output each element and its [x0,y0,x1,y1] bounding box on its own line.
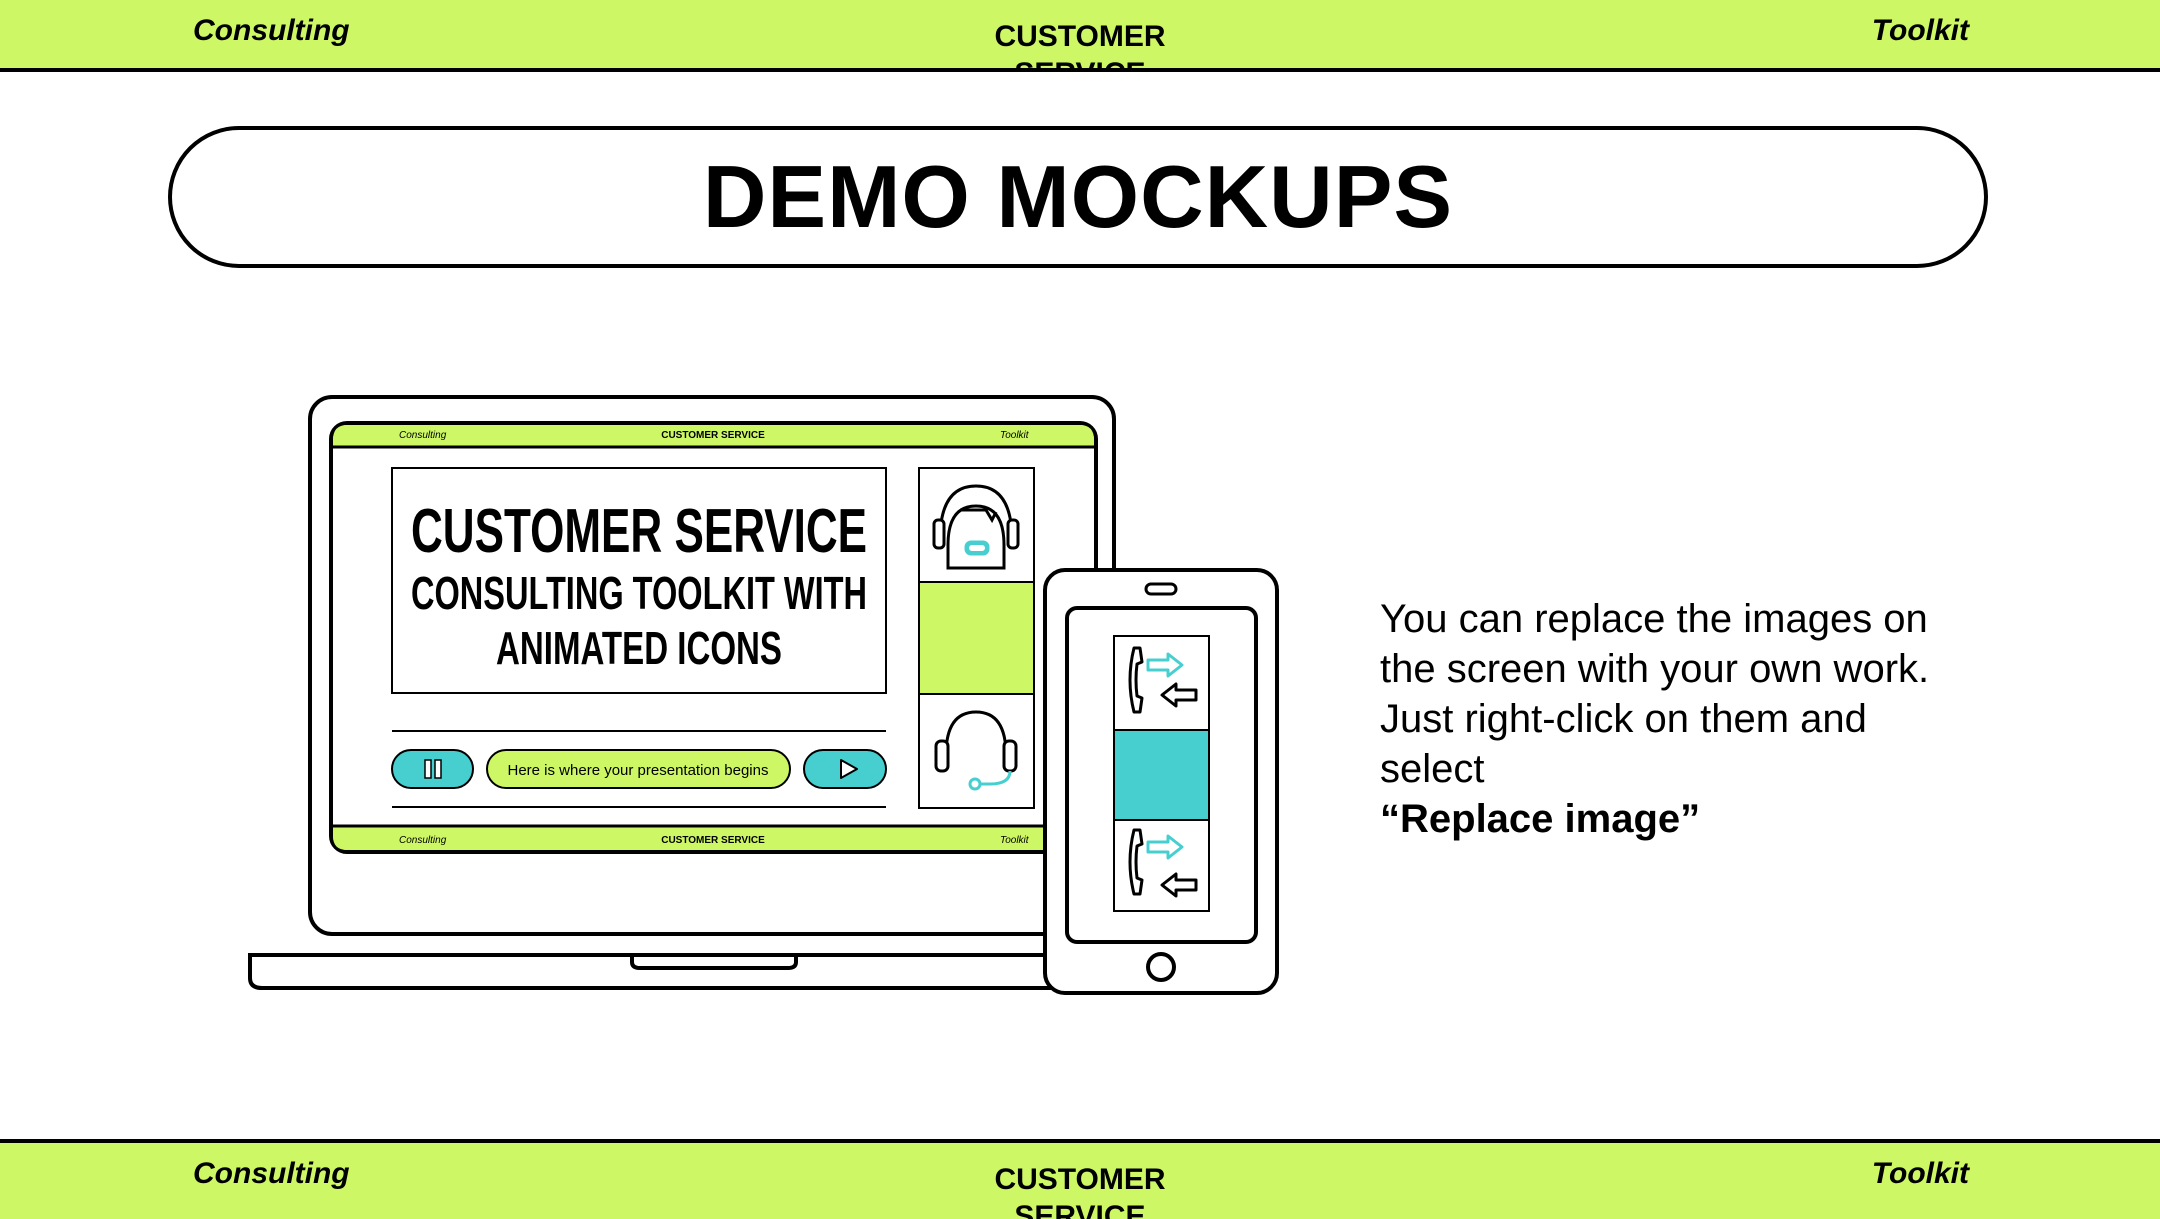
phone-home-button[interactable] [1146,952,1176,982]
screen-footer-center: CUSTOMER SERVICE [661,835,765,846]
description-body: You can replace the images on the screen… [1380,597,1930,791]
description-emphasis: “Replace image” [1380,797,1701,841]
header-left-label: Consulting [193,14,350,47]
title-pill: DEMO MOCKUPS [168,126,1988,268]
screen-header-left: Consulting [399,430,447,441]
screen-title-line3: ANIMATED ICONS [496,622,782,674]
screen-title-line2: CONSULTING TOOLKIT WITH [411,567,867,619]
headset-agent-icon [932,484,1020,570]
pause-button[interactable] [391,749,474,789]
footer-right-label: Toolkit [1871,1157,1969,1190]
footer-center-label: CUSTOMER SERVICE [994,1163,1166,1219]
laptop-mockup: Consulting CUSTOMER SERVICE Toolkit Cons… [248,395,1116,990]
description-text: You can replace the images on the screen… [1380,594,1940,844]
footer-left-label: Consulting [193,1157,350,1190]
page-title: DEMO MOCKUPS [702,147,1454,246]
phone-mockup [1043,568,1279,995]
caption-text: Here is where your presentation begins [508,762,769,779]
headset-icon [934,710,1018,791]
play-icon [840,759,858,779]
screen-header-center: CUSTOMER SERVICE [661,430,765,441]
screen-header-right: Toolkit [1000,430,1030,441]
header-right-label: Toolkit [1871,14,1969,47]
pause-icon [424,759,442,779]
phone-transfer-icon [1128,828,1198,898]
phone-transfer-icon [1128,646,1198,714]
screen-footer-right: Toolkit [1000,835,1030,846]
header-center-label: CUSTOMER SERVICE [994,20,1166,68]
screen-title-line1: CUSTOMER SERVICE [411,497,867,566]
caption-pill: Here is where your presentation begins [486,749,791,789]
footer-band: Consulting CUSTOMER SERVICE Toolkit [0,1139,2160,1219]
screen-footer-left: Consulting [399,835,447,846]
play-button[interactable] [803,749,887,789]
header-band: Consulting CUSTOMER SERVICE Toolkit [0,0,2160,72]
